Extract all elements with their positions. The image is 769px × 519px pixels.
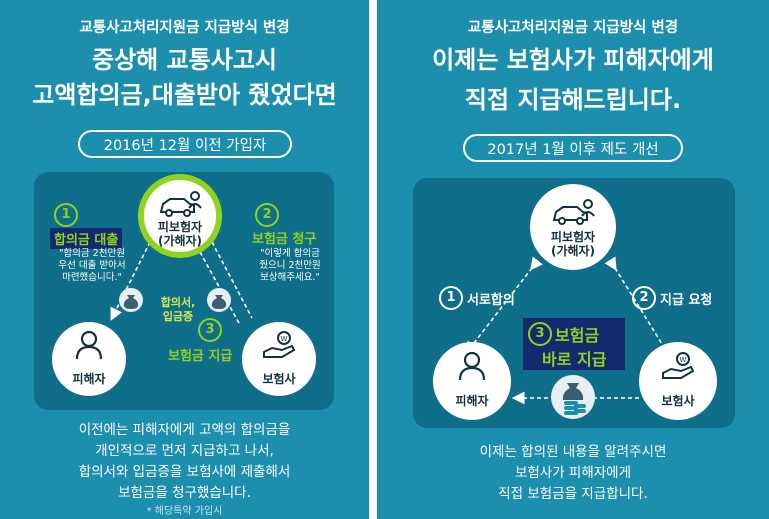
left-step1-number: 1: [54, 203, 78, 227]
right-step3-label-1: 보험금: [555, 326, 600, 345]
left-step2-number: 2: [255, 203, 279, 227]
left-insurer-node: W 보험사: [242, 322, 316, 396]
left-docs-line1: 합의서,: [160, 296, 196, 309]
right-insured-node: 피보험자 (가해자): [530, 184, 616, 270]
left-step3-number: 3: [198, 318, 222, 342]
right-step1-label: 서로합의: [467, 293, 515, 308]
right-step3-label-2: 바로 지급: [542, 350, 607, 369]
left-bottom-text: 이전에는 피해자에게 고액의 합의금을 개인적으로 먼저 지급하고 나서, 합의…: [0, 420, 369, 504]
left-step2-quote-2: 줬으니 2천만원: [259, 260, 321, 271]
left-insured-node: 피보험자 (가해자): [138, 174, 222, 258]
money-bag-icon: [118, 287, 144, 313]
person-icon: [458, 351, 486, 381]
left-step1-quote-3: 마련했습니다.": [62, 272, 122, 283]
left-title-line1: 중상해 교통사고시: [92, 46, 277, 74]
right-title-line1: 이제는 보험사가 피해자에게: [432, 46, 714, 74]
svg-text:W: W: [281, 335, 288, 343]
car-person-icon: [551, 196, 595, 226]
left-insurer-label: 보험사: [262, 372, 296, 386]
right-insurer-node: W 보험사: [639, 342, 717, 420]
insurer-hand-coin-icon: W: [262, 330, 296, 360]
right-bottom-line3: 직접 보험금을 지급합니다.: [498, 486, 648, 502]
left-step2-quote-1: "이렇게 합의금: [260, 248, 320, 259]
left-step2-label: 보험금 청구: [252, 232, 317, 247]
money-bag-icon: [206, 287, 232, 313]
right-flow-arrows: [465, 256, 668, 405]
right-bottom-text: 이제는 합의된 내용을 알려주시면 보험사가 피해자에게 직접 보험금을 지급합…: [377, 442, 769, 505]
svg-text:W: W: [680, 356, 687, 364]
left-bottom-line4: 보험금을 청구했습니다.: [118, 485, 251, 501]
car-person-icon: [158, 188, 202, 218]
right-bottom-line1: 이제는 합의된 내용을 알려주시면: [479, 444, 667, 460]
left-step3-label: 보험금 지급: [168, 349, 233, 364]
left-period-pill: 2016년 12월 이전 가입자: [78, 130, 292, 158]
right-period-pill: 2017년 1월 이후 제도 개선: [463, 134, 683, 162]
left-insured-label-1: 피보험자: [157, 220, 203, 234]
right-insured-label-2: (가해자): [550, 244, 596, 258]
left-insured-label-2: (가해자): [157, 234, 203, 248]
person-icon: [75, 330, 103, 360]
right-panel-after: 교통사고처리지원금 지급방식 변경 이제는 보험사가 피해자에게 직접 지급해드…: [377, 0, 769, 519]
left-bottom-line2: 개인적으로 먼저 지급하고 나서,: [95, 443, 274, 459]
left-step1-quote: "합의금 2천만원 우선 대출 받아서 마련했습니다.": [44, 248, 140, 284]
left-flow-arrows: [110, 230, 253, 326]
left-step1-label: 합의금 대출: [50, 228, 123, 249]
right-title-line2: 직접 지급해드립니다.: [464, 86, 682, 114]
left-footnote: * 해당특약 가입시: [146, 506, 223, 517]
right-subtitle: 교통사고처리지원금 지급방식 변경: [467, 20, 679, 36]
left-subtitle: 교통사고처리지원금 지급방식 변경: [79, 20, 290, 36]
right-victim-node: 피해자: [433, 342, 511, 420]
left-bottom-line1: 이전에는 피해자에게 고액의 합의금을: [78, 422, 291, 438]
right-step2-number: 2: [632, 286, 656, 310]
left-victim-label: 피해자: [72, 372, 106, 386]
left-panel-before: 교통사고처리지원금 지급방식 변경 중상해 교통사고시 고액합의금,대출받아 줬…: [0, 0, 369, 519]
left-victim-node: 피해자: [52, 322, 126, 396]
insurer-hand-coin-icon: W: [661, 351, 695, 381]
right-step3-number: 3: [528, 322, 552, 346]
left-bottom-line3: 합의서와 입금증을 보험사에 제출해서: [78, 464, 291, 480]
right-bottom-line2: 보험사가 피해자에게: [514, 465, 632, 481]
left-step1-quote-1: "합의금 2천만원: [59, 248, 125, 259]
right-step2-label: 지급 요청: [660, 293, 713, 308]
right-victim-label: 피해자: [455, 394, 489, 408]
left-step2-quote-3: 보상해주세요.": [260, 272, 320, 283]
money-bag-icon: [550, 374, 596, 420]
left-step1-quote-2: 우선 대출 받아서: [58, 260, 126, 271]
right-step1-number: 1: [439, 286, 463, 310]
right-insurer-label: 보험사: [661, 394, 695, 408]
left-docs-label: 합의서, 입금증: [158, 296, 198, 324]
right-insured-label-1: 피보험자: [550, 230, 596, 244]
left-title-line2: 고액합의금,대출받아 줬었다면: [32, 81, 337, 109]
left-step2-quote: "이렇게 합의금 줬으니 2천만원 보상해주세요.": [244, 248, 336, 284]
left-docs-line2: 입금증: [162, 310, 194, 323]
